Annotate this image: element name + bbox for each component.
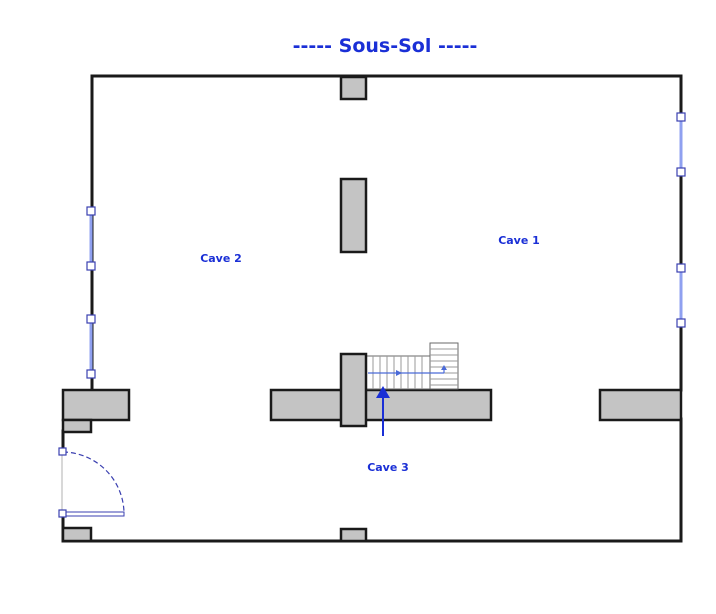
window-right-upper xyxy=(676,112,686,177)
wall-jamb-left-upper xyxy=(61,418,93,434)
door[interactable] xyxy=(58,447,125,518)
plan-title: ----- Sous-Sol ----- xyxy=(293,35,478,57)
window-left-lower xyxy=(86,314,96,379)
up-arrow-icon xyxy=(376,386,390,436)
pillar-stair xyxy=(339,352,368,428)
wall-segment-left xyxy=(61,388,131,422)
pillar-bottom xyxy=(339,527,368,543)
room-label-cave-1: Cave 1 xyxy=(498,234,540,247)
wall-segment-right xyxy=(598,388,683,422)
wall-jamb-left-lower xyxy=(61,526,93,543)
window-right-lower xyxy=(676,263,686,328)
room-label-cave-3: Cave 3 xyxy=(367,461,409,474)
room-label-cave-2: Cave 2 xyxy=(200,252,242,265)
staircase xyxy=(365,342,459,390)
pillar-center xyxy=(339,177,368,254)
pillar-top xyxy=(339,75,368,101)
window-left-upper xyxy=(86,206,96,271)
